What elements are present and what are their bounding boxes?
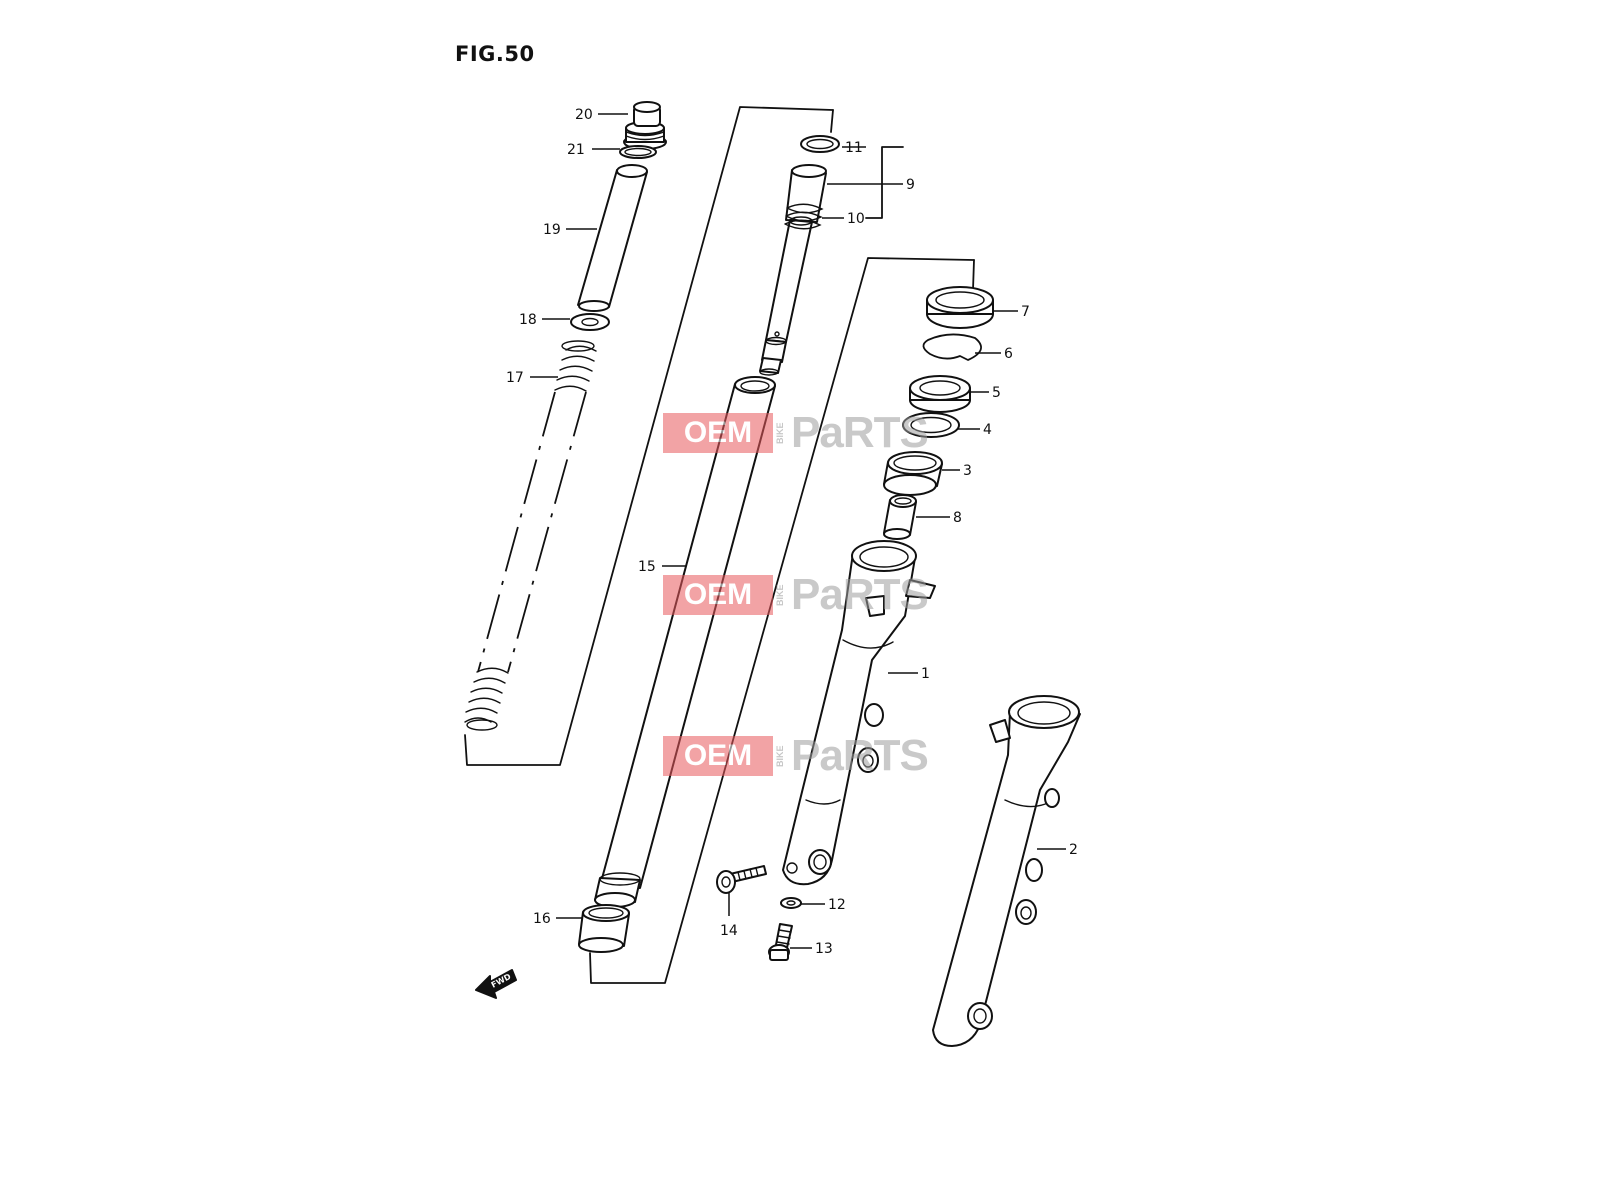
callout-1: 1 xyxy=(921,666,930,682)
assembly-brackets xyxy=(464,106,975,984)
damper-group-bracket-top xyxy=(972,259,975,291)
guide-bushing-3 xyxy=(883,451,943,496)
callout-11: 11 xyxy=(845,140,863,156)
spring-group-bracket xyxy=(464,106,834,766)
callout-20: 20 xyxy=(575,107,593,123)
callout-10: 10 xyxy=(847,211,865,227)
washer-18 xyxy=(570,313,610,331)
leader-lines xyxy=(530,113,1066,949)
drain-bolt-13 xyxy=(768,923,793,961)
spring-group-bracket-top xyxy=(830,109,834,133)
damper-rod-9 xyxy=(759,164,827,376)
callout-15: 15 xyxy=(638,559,656,575)
callout-6: 6 xyxy=(1004,346,1013,362)
inner-tube-15 xyxy=(594,376,776,908)
oil-lock-piece-8 xyxy=(883,494,917,540)
callout-14: 14 xyxy=(720,923,738,939)
washer-4 xyxy=(902,412,960,438)
callout-17: 17 xyxy=(506,370,524,386)
callout-3: 3 xyxy=(963,463,972,479)
figure-title: FIG.50 xyxy=(455,42,535,66)
washer-12 xyxy=(780,897,802,909)
ring-11 xyxy=(800,135,840,153)
oil-seal-5 xyxy=(909,375,971,413)
outer-tube-2 xyxy=(932,695,1081,1047)
callout-4: 4 xyxy=(983,422,992,438)
stopper-ring-6 xyxy=(922,333,982,361)
callout-labels: 20 21 19 18 17 11 9 10 7 6 5 4 3 8 1 2 1… xyxy=(506,107,1078,957)
fork-spring-17 xyxy=(464,340,597,731)
callout-12: 12 xyxy=(828,897,846,913)
bushing-16 xyxy=(578,904,630,953)
piston-rings-10 xyxy=(784,203,824,230)
forward-arrow-icon: FWD xyxy=(475,969,517,999)
callout-18: 18 xyxy=(519,312,537,328)
callout-5: 5 xyxy=(992,385,1001,401)
outer-tube-1 xyxy=(782,540,936,886)
o-ring-21 xyxy=(619,145,657,159)
callout-2: 2 xyxy=(1069,842,1078,858)
cap-bolt-20 xyxy=(623,101,667,150)
callout-13: 13 xyxy=(815,941,833,957)
callout-9: 9 xyxy=(906,177,915,193)
callout-8: 8 xyxy=(953,510,962,526)
callout-21: 21 xyxy=(567,142,585,158)
bolt-14 xyxy=(716,865,767,894)
callout-16: 16 xyxy=(533,911,551,927)
callout-7: 7 xyxy=(1021,304,1030,320)
dust-seal-7 xyxy=(926,286,994,329)
callout-19: 19 xyxy=(543,222,561,238)
spacer-19 xyxy=(577,164,648,312)
damper-group-bracket xyxy=(589,257,975,984)
ring-group-brace xyxy=(865,146,904,219)
